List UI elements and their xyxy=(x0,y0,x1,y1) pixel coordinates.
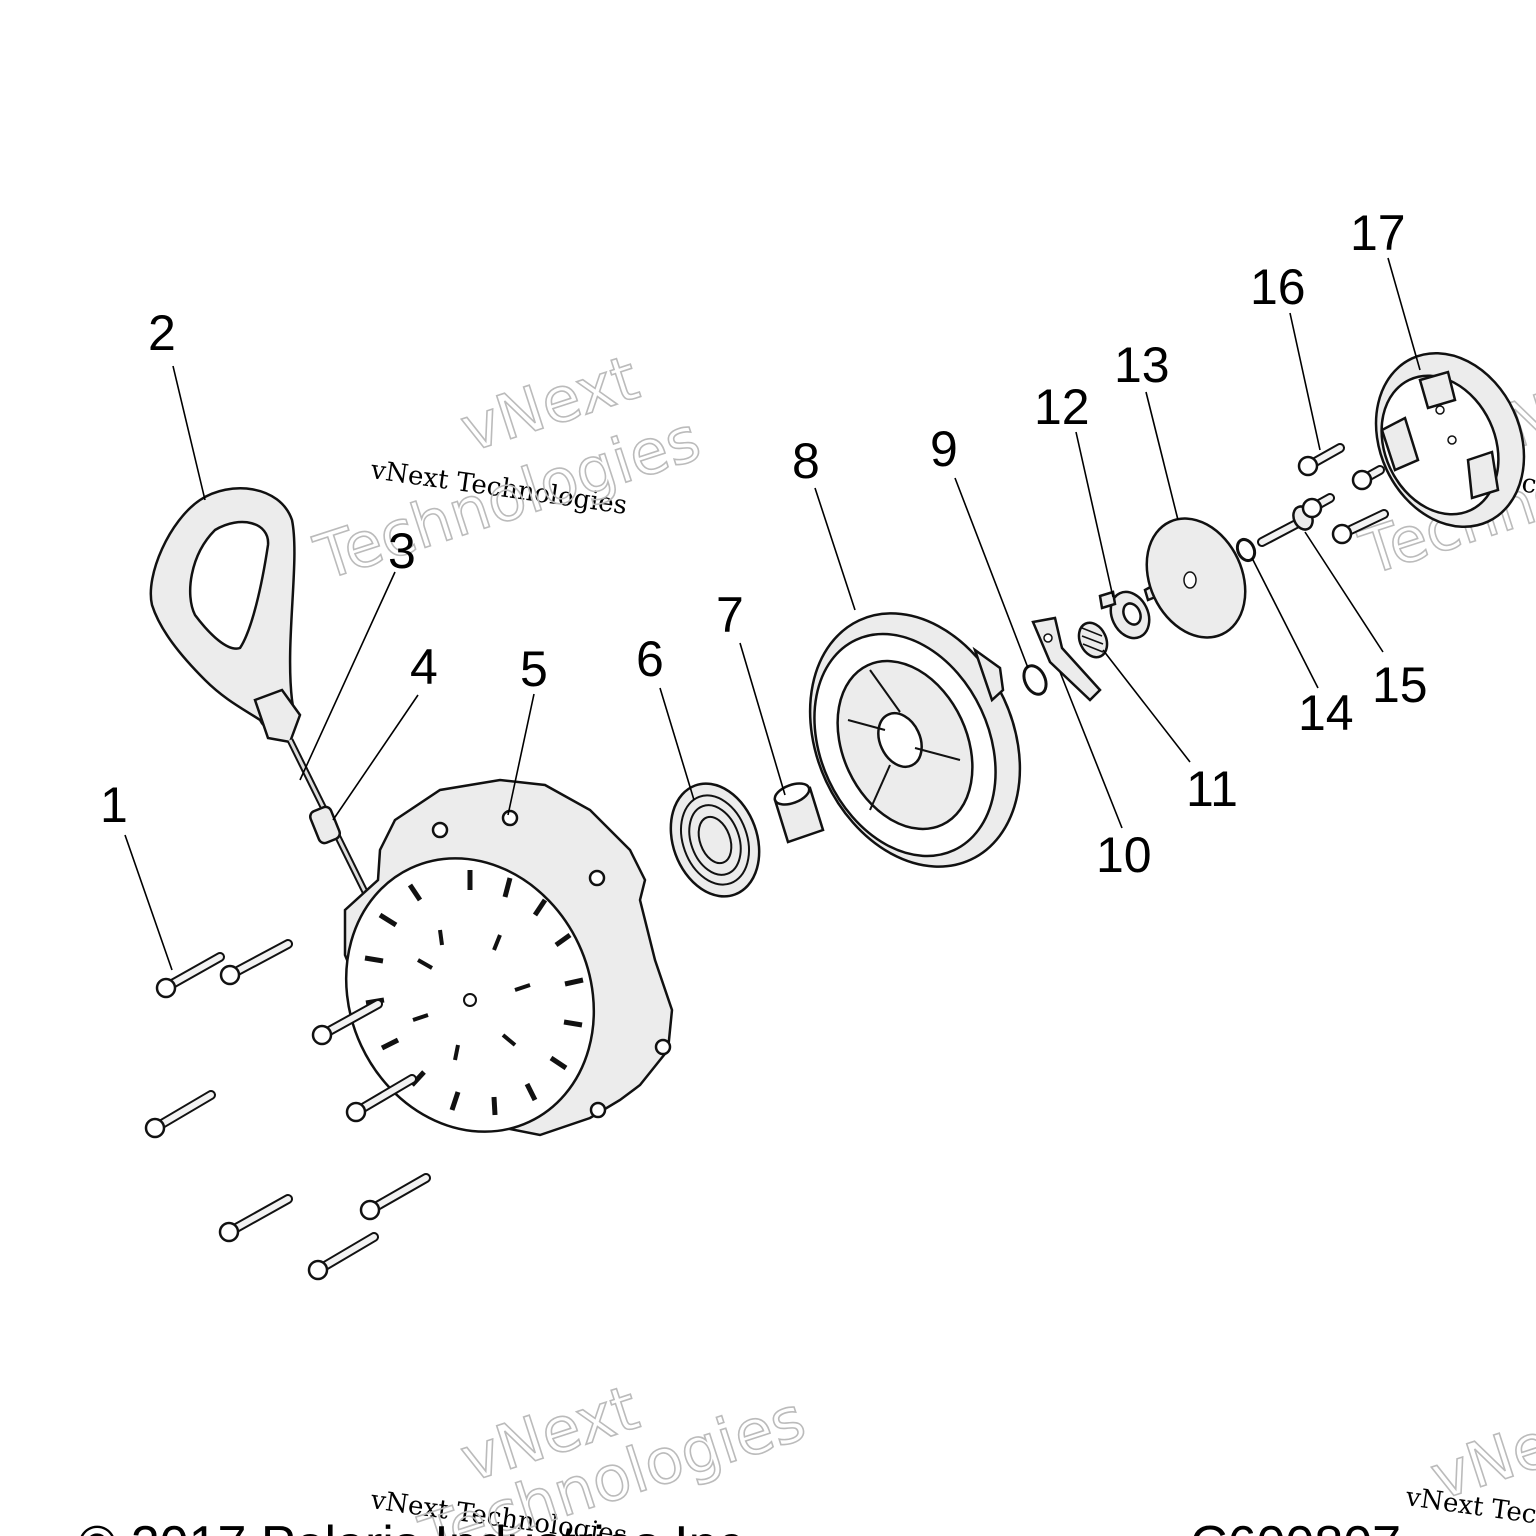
bolt xyxy=(307,1232,379,1281)
cover-bolt xyxy=(1301,493,1335,519)
watermark-bottom-right: vNext Technologies vNext xyxy=(1403,1388,1536,1536)
callout-15: 15 xyxy=(1372,657,1428,713)
part-9-clip xyxy=(1022,664,1048,696)
bolt xyxy=(311,999,383,1046)
part-17-cup-cover xyxy=(1374,351,1526,529)
watermark-outline-text: vNext xyxy=(1422,1389,1536,1514)
part-13-plate xyxy=(1145,517,1247,639)
callout-3: 3 xyxy=(388,523,416,579)
part-1-bolts xyxy=(144,939,431,1281)
part-16-cover-bolts xyxy=(1297,443,1389,545)
part-11-pawl-spring xyxy=(1077,621,1109,659)
part-14-washer xyxy=(1235,537,1257,563)
callout-4: 4 xyxy=(410,639,438,695)
part-10-pawl xyxy=(1031,616,1102,702)
part-5-recoil-housing xyxy=(343,778,674,1137)
bolt xyxy=(218,1194,293,1243)
bolt xyxy=(359,1173,431,1221)
cover-bolt xyxy=(1351,465,1385,491)
part-12-hub xyxy=(1098,582,1160,640)
callout-8: 8 xyxy=(792,433,820,489)
callout-2: 2 xyxy=(148,305,176,361)
callout-10: 10 xyxy=(1096,827,1152,883)
callout-6: 6 xyxy=(636,631,664,687)
bolt xyxy=(144,1090,216,1139)
part-4-rope-grommet xyxy=(308,805,342,845)
watermark-top-center: vNext Technologies vNext Technologies xyxy=(305,340,709,595)
part-6-recoil-spring xyxy=(669,782,761,898)
callout-16: 16 xyxy=(1250,259,1306,315)
part-7-bushing xyxy=(773,782,825,844)
callout-7: 7 xyxy=(716,587,744,643)
callout-1: 1 xyxy=(100,777,128,833)
callout-11: 11 xyxy=(1186,761,1238,817)
bolt xyxy=(155,952,225,999)
copyright-text: © 2017 Polaris Industries Inc. xyxy=(78,1516,758,1536)
bolt xyxy=(219,939,293,986)
callout-5: 5 xyxy=(520,641,548,697)
part-15-center-bolt xyxy=(1257,505,1314,547)
part-2-handle xyxy=(149,487,302,744)
callout-17: 17 xyxy=(1350,205,1406,261)
cover-bolt xyxy=(1297,443,1345,477)
footer: © 2017 Polaris Industries Inc. C600807 xyxy=(78,1516,1401,1536)
part-8-pulley xyxy=(808,612,1022,868)
callout-leader-lines xyxy=(124,257,1421,971)
callout-9: 9 xyxy=(930,421,958,477)
callout-12: 12 xyxy=(1034,379,1090,435)
diagram-code: C600807 xyxy=(1190,1516,1401,1536)
callout-14: 14 xyxy=(1298,685,1354,741)
watermark-bottom-center: vNext Technologies vNext Technologies xyxy=(368,1370,814,1536)
callout-labels: 1 2 3 4 5 6 7 8 9 10 11 12 13 14 15 16 1… xyxy=(100,205,1428,883)
cover-bolt xyxy=(1331,509,1389,545)
callout-13: 13 xyxy=(1114,337,1170,393)
bolt xyxy=(345,1074,417,1123)
